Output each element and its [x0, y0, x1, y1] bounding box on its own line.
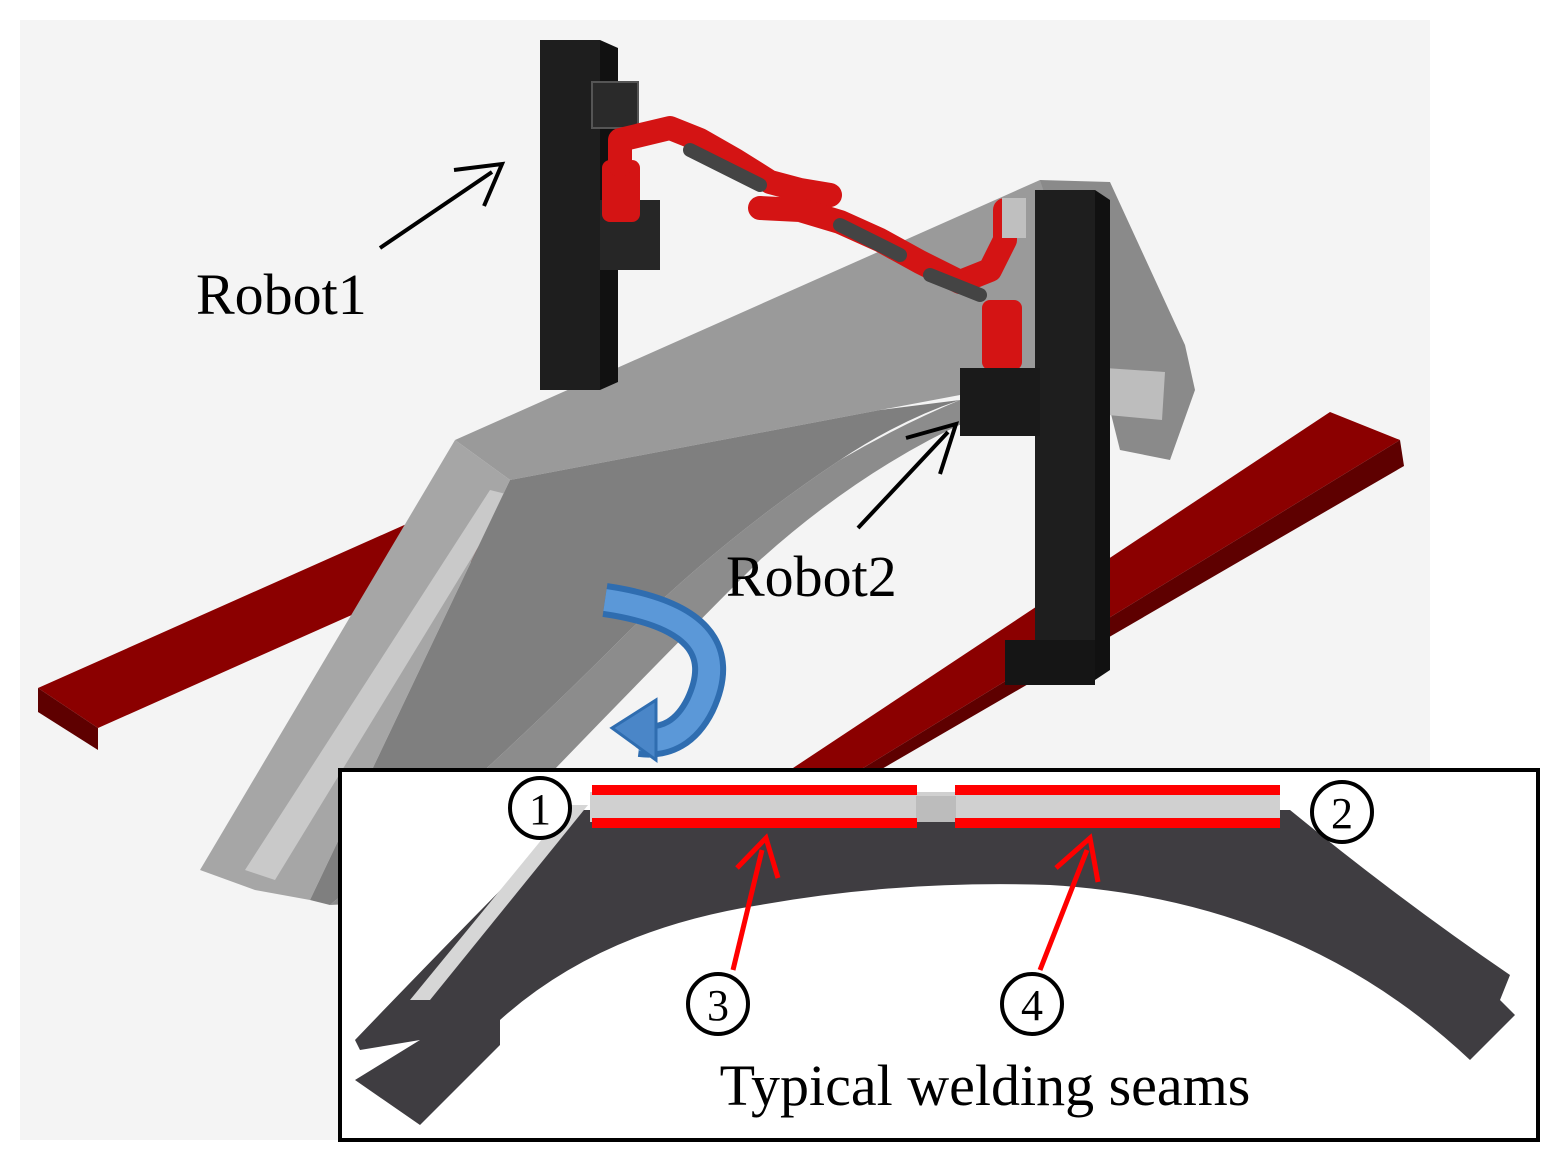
robot2-arrow — [856, 430, 950, 530]
robot1-arm — [608, 116, 842, 207]
robot2-callout: Robot2 — [726, 421, 960, 609]
beam-top-surface — [455, 180, 1150, 480]
marker-4: 4 — [1000, 972, 1064, 1036]
robot2-arm — [748, 196, 1017, 294]
robot1-callout: Robot1 — [196, 161, 506, 327]
inset-arched-beam — [355, 810, 1515, 1125]
svg-text:4: 4 — [1021, 981, 1043, 1030]
seam-pointers — [730, 833, 1101, 971]
seam-top-right — [955, 785, 1280, 795]
svg-text:2: 2 — [1331, 789, 1353, 838]
seam-top-left — [592, 785, 917, 795]
marker-1: 1 — [508, 776, 572, 840]
seam-bottom-left — [592, 818, 917, 828]
robot1-base — [602, 160, 640, 222]
beam-right-flange — [1105, 368, 1165, 420]
inset-left-flange — [410, 805, 588, 1000]
blue-curved-arrow — [602, 583, 726, 763]
welding-seams — [592, 785, 1280, 828]
seam-bottom-right — [955, 818, 1280, 828]
beam-left-slope — [200, 440, 510, 900]
robot2-column — [960, 190, 1110, 685]
robot1-label: Robot1 — [196, 262, 367, 327]
robot1-column — [540, 40, 660, 390]
svg-text:1: 1 — [529, 785, 551, 834]
robot-arms — [602, 116, 1026, 370]
robot1-arrow — [378, 170, 494, 250]
marker-2: 2 — [1310, 780, 1374, 844]
inset-caption: Typical welding seams — [720, 1053, 1251, 1118]
svg-text:3: 3 — [707, 981, 729, 1030]
marker-3: 3 — [686, 972, 750, 1036]
beam-left-flange — [245, 490, 510, 880]
robot2-base — [982, 300, 1022, 370]
robot2-label: Robot2 — [726, 544, 897, 609]
inset-panel: 1 2 3 4 Typical welding seams — [338, 768, 1540, 1142]
